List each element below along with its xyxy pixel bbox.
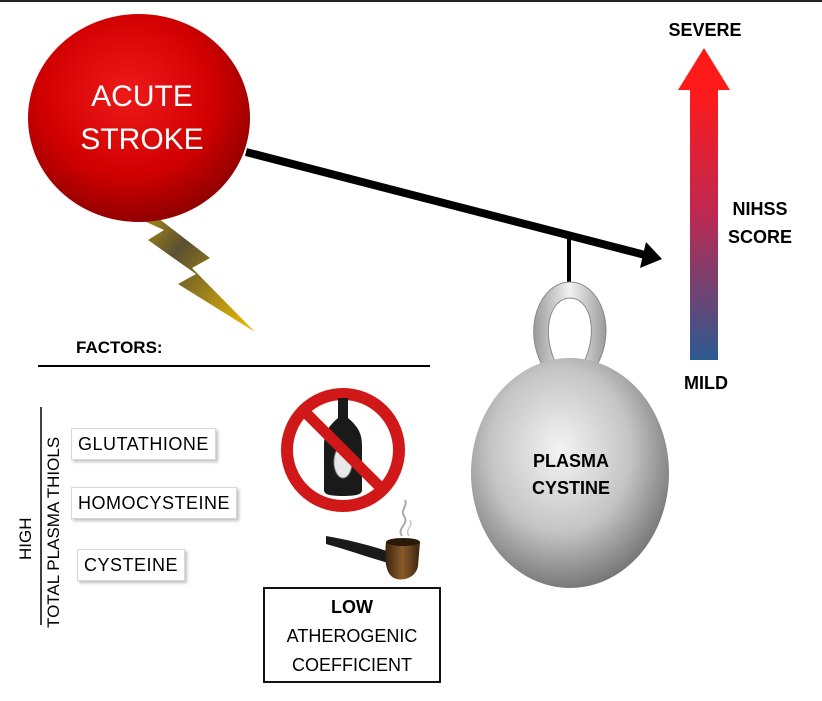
acute-stroke-label-line2: STROKE — [80, 123, 203, 156]
nihss-label-line1: NIHSS — [732, 199, 787, 219]
top-border — [0, 0, 822, 2]
smoking-pipe-icon — [326, 499, 420, 580]
low-box-line1: LOW — [331, 597, 373, 617]
low-box-line2: ATHEROGENIC — [286, 626, 418, 646]
lever-line — [245, 148, 646, 259]
thiols-group-label-high: HIGH — [16, 517, 35, 561]
weight-label-line1: PLASMA — [533, 451, 609, 471]
low-atherogenic-box: LOW ATHEROGENIC COEFFICIENT — [263, 587, 441, 683]
factor-homocysteine: HOMOCYSTEINE — [71, 487, 238, 519]
severity-scale-bar — [690, 88, 718, 360]
weight-handle — [533, 281, 607, 371]
severity-scale-arrowhead — [678, 48, 730, 90]
scale-severe-label: SEVERE — [668, 20, 741, 40]
nihss-label-line2: SCORE — [728, 227, 792, 247]
weight-label-line2: CYSTINE — [532, 478, 610, 498]
factors-title: FACTORS: — [76, 338, 163, 357]
acute-stroke-label-line1: ACUTE — [91, 80, 193, 113]
lever-arrowhead — [640, 242, 662, 268]
no-alcohol-icon — [281, 388, 405, 512]
acute-stroke-ball — [28, 14, 250, 222]
factor-cysteine: CYSTEINE — [77, 549, 186, 581]
thiols-group-label-total: TOTAL PLASMA THIOLS — [44, 436, 63, 628]
low-box-line3: COEFFICIENT — [292, 655, 412, 675]
plasma-cystine-weight — [471, 358, 669, 588]
scale-mild-label: MILD — [684, 373, 728, 393]
factor-glutathione: GLUTATHIONE — [71, 428, 216, 460]
